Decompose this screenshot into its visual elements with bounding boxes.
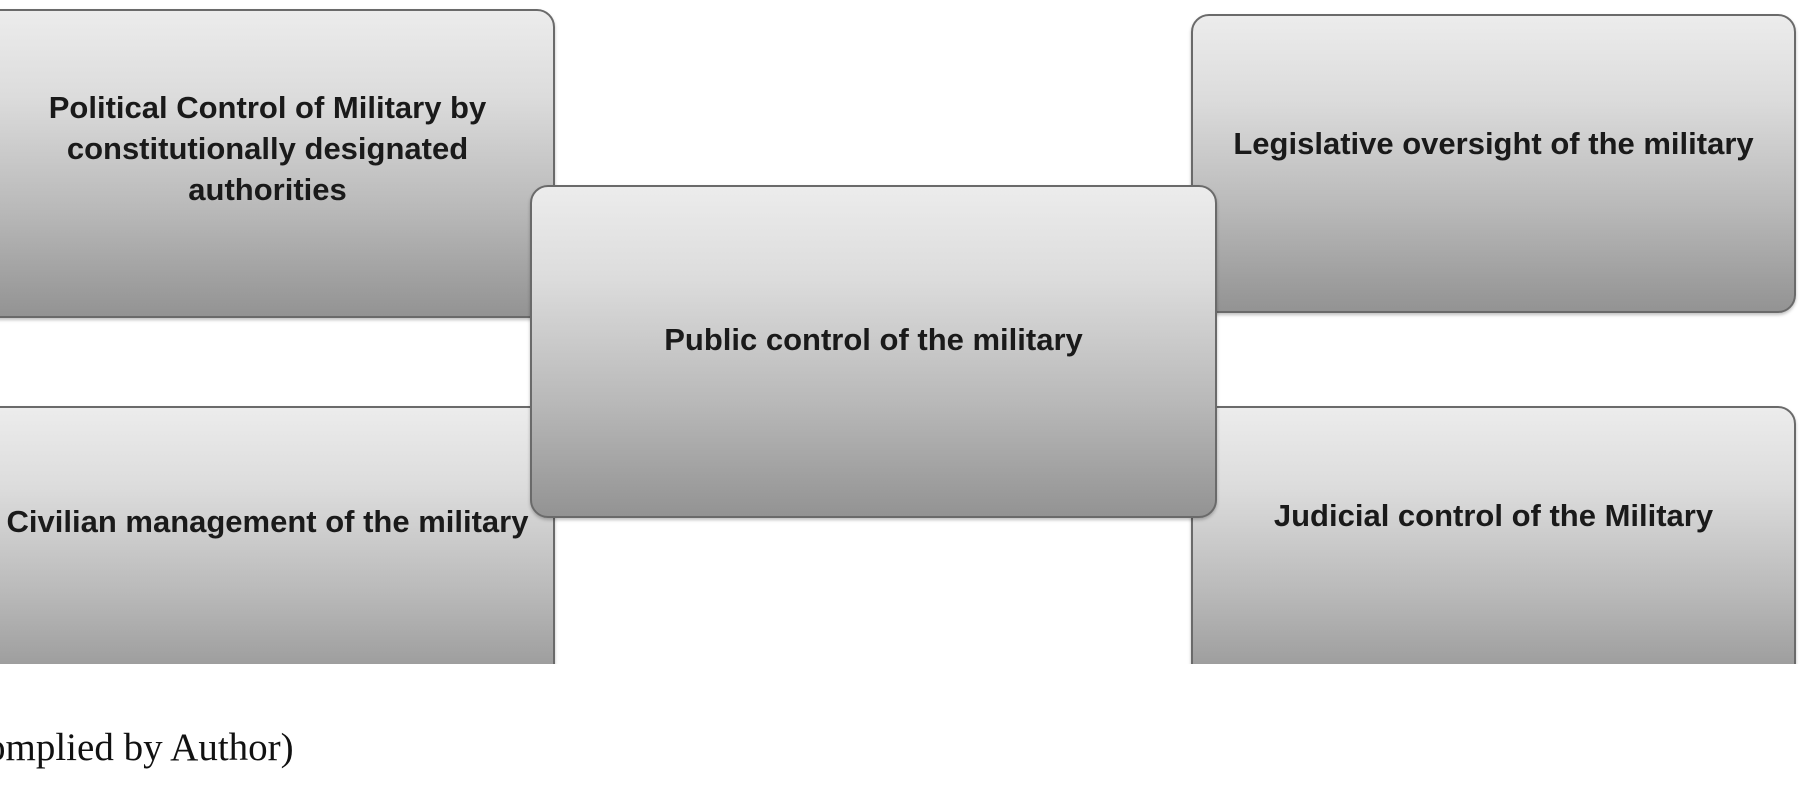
node-political-control-label: Political Control of Military by constit… xyxy=(48,90,487,207)
node-judicial-control-label: Judicial control of the Military xyxy=(1273,497,1714,533)
diagram: Political Control of Military by constit… xyxy=(0,9,1796,664)
node-public-control-center: Public control of the military xyxy=(530,185,1217,518)
node-political-control: Political Control of Military by constit… xyxy=(0,9,555,318)
node-public-control-center-label: Public control of the military xyxy=(664,322,1083,357)
node-civilian-management: Civilian management of the military xyxy=(0,406,555,664)
node-civilian-management-label: Civilian management of the military xyxy=(6,503,529,539)
source-caption: omplied by Author) xyxy=(0,726,294,769)
node-legislative-oversight: Legislative oversight of the military xyxy=(1191,14,1796,313)
node-legislative-oversight-label: Legislative oversight of the military xyxy=(1233,126,1754,161)
node-judicial-control: Judicial control of the Military xyxy=(1191,406,1796,664)
